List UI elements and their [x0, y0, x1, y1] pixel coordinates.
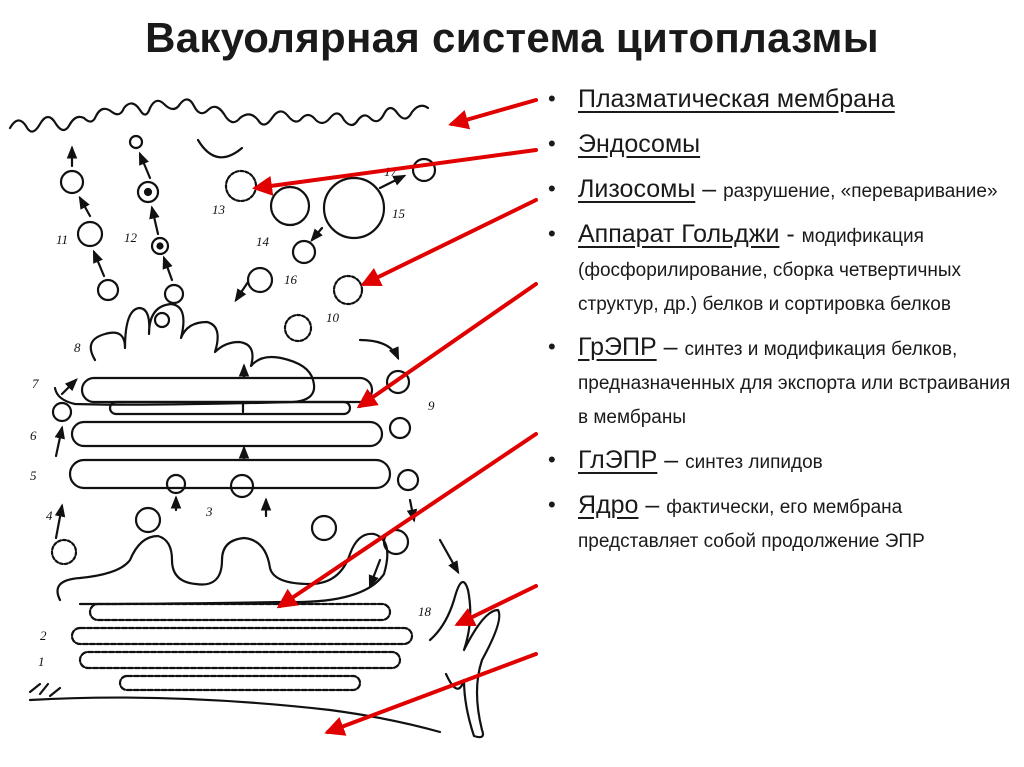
plasma-membrane	[8, 98, 430, 133]
pointer-arrow-endosomes	[252, 148, 538, 196]
bullet-icon: •	[548, 86, 556, 111]
legend-item-golgi: • Аппарат Гольджи - модификация (фосфори…	[548, 217, 1018, 322]
legend-item-endosomes: • Эндосомы	[548, 127, 1018, 164]
smooth-er	[428, 580, 501, 739]
bullet-icon: •	[548, 492, 556, 517]
label-1: 1	[38, 654, 45, 669]
lysosome	[332, 274, 364, 306]
bullet-icon: •	[548, 176, 556, 201]
label-8: 8	[74, 340, 81, 355]
golgi-cisterna-2	[70, 420, 384, 448]
legend-item-nucleus: • Ядро – фактически, его мембрана предст…	[548, 488, 1018, 559]
label-13: 13	[212, 202, 226, 217]
label-7: 7	[32, 376, 39, 391]
legend-item-lysosomes: • Лизосомы – разрушение, «переваривание»	[548, 172, 1018, 209]
pointer-arrow-golgi	[356, 282, 538, 409]
legend-item-rough-er: • ГрЭПР – синтез и модификация белков, п…	[548, 330, 1018, 435]
pointer-arrow-rough-er	[276, 432, 538, 609]
slide-title: Вакуолярная система цитоплазмы	[145, 14, 879, 61]
pointer-arrow-smooth-er	[454, 584, 538, 626]
label-11: 11	[56, 232, 68, 247]
label-15: 15	[392, 206, 406, 221]
golgi-cisterna-1	[80, 376, 374, 404]
bullet-icon: •	[548, 447, 556, 472]
bullet-icon: •	[548, 334, 556, 359]
legend-list: • Плазматическая мембрана • Эндосомы • Л…	[548, 82, 1018, 567]
legend-item-smooth-er: • ГлЭПР – синтез липидов	[548, 443, 1018, 480]
legend-item-plasma-membrane: • Плазматическая мембрана	[548, 82, 1018, 119]
label-18: 18	[418, 604, 432, 619]
label-14: 14	[256, 234, 270, 249]
label-6: 6	[30, 428, 37, 443]
label-3: 3	[205, 504, 213, 519]
pointer-arrow-nucleus	[324, 652, 538, 736]
label-10: 10	[326, 310, 340, 325]
label-5: 5	[30, 468, 37, 483]
pointer-arrow-plasma-membrane	[448, 98, 538, 130]
bullet-icon: •	[548, 131, 556, 156]
label-9: 9	[428, 398, 435, 413]
label-12: 12	[124, 230, 138, 245]
nuclear-envelope	[28, 696, 442, 734]
rough-er-1	[88, 602, 392, 622]
label-2: 2	[40, 628, 47, 643]
bullet-icon: •	[548, 221, 556, 246]
pointer-arrow-lysosomes	[360, 198, 538, 286]
label-4: 4	[46, 508, 53, 523]
label-16: 16	[284, 272, 298, 287]
endosome	[224, 169, 258, 203]
